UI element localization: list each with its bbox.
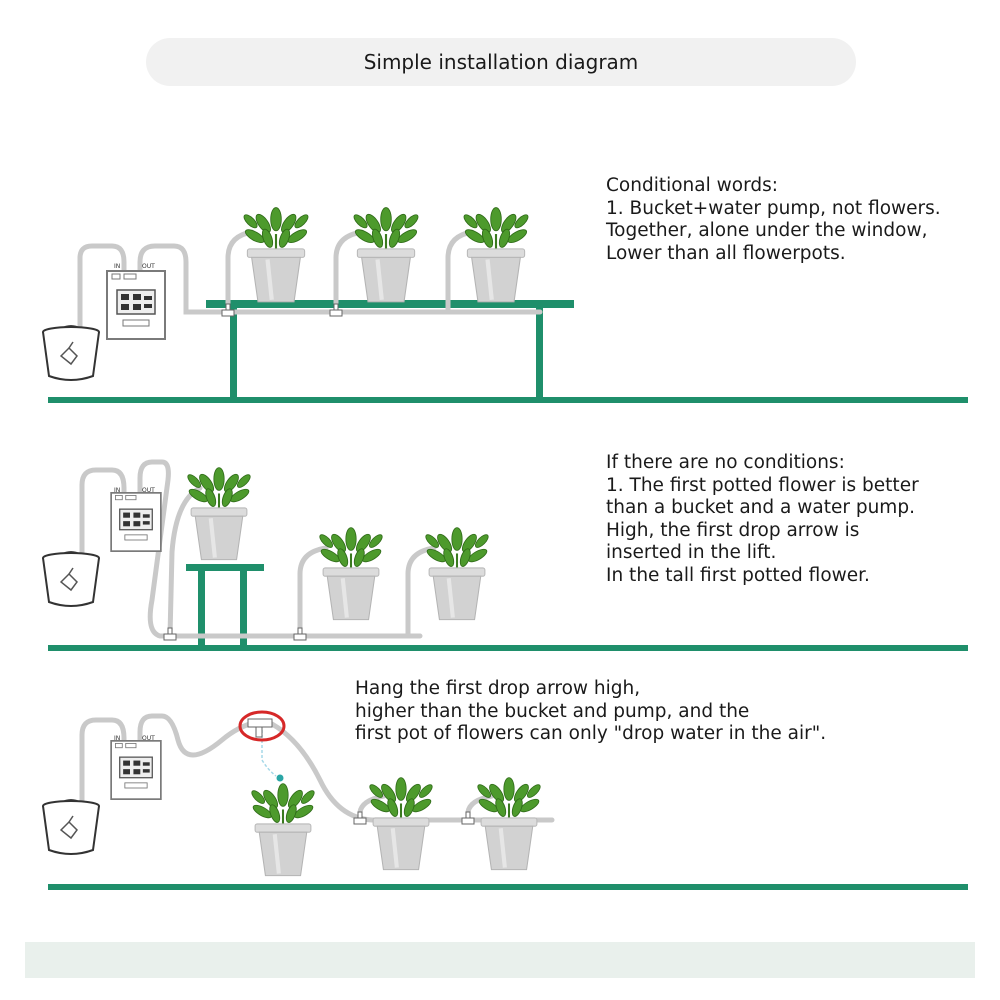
drip-arrow-icon [247, 718, 273, 738]
scene-3-line: Hang the first drop arrow high, [355, 678, 641, 699]
irrigation-tube [57, 229, 543, 338]
scene-1-line: Lower than all flowerpots. [606, 242, 846, 264]
pump-out-label: OUT [142, 735, 155, 742]
water-drop [276, 774, 284, 782]
scene-2-line: If there are no conditions: [606, 452, 845, 473]
potted-plant-icon [476, 778, 542, 870]
scene-2-line: High, the first drop arrow is [606, 519, 860, 541]
scene-1-line: Conditional words: [606, 175, 778, 196]
pump-in-label: IN [114, 487, 120, 494]
tee-connector-icon [293, 627, 307, 641]
scene-1-illustration: IN OUT [41, 208, 968, 403]
potted-plant-icon [368, 778, 434, 870]
plant-lift [186, 564, 264, 647]
highlight-circle [238, 710, 286, 742]
potted-plant-icon [352, 208, 420, 302]
scene-1-line: Together, alone under the window, [606, 220, 928, 241]
floor-line [48, 645, 968, 651]
water-pump-icon [110, 491, 162, 553]
potted-plant-icon [250, 784, 316, 876]
scene-2-note: If there are no conditions: 1. The first… [606, 452, 919, 587]
pump-in-label: IN [114, 263, 120, 270]
pump-out-label: OUT [142, 487, 155, 494]
water-pump-icon [106, 270, 166, 340]
potted-plant-icon [318, 528, 384, 620]
tee-connector-icon [163, 627, 177, 641]
potted-plant-icon [424, 528, 490, 620]
bottom-band [25, 942, 975, 978]
water-pump-icon [110, 739, 162, 801]
tee-connector-icon [353, 811, 367, 825]
tee-connector-icon [461, 811, 475, 825]
scene-2-illustration: IN OUT [41, 459, 968, 651]
floor-line [48, 397, 968, 403]
floor-line [48, 884, 968, 890]
potted-plant-icon [186, 468, 252, 560]
plant-stand [206, 300, 574, 400]
bucket-icon [41, 550, 101, 608]
diagram-title: Simple installation diagram [146, 38, 856, 86]
scene-3-line: higher than the bucket and pump, and the [355, 700, 750, 722]
scene-2-line: inserted in the lift. [606, 542, 777, 563]
scene-2-line: 1. The first potted flower is better [606, 474, 919, 496]
pump-out-label: OUT [142, 263, 155, 270]
scene-1-note: Conditional words: 1. Bucket+water pump,… [606, 175, 941, 265]
pump-in-label: IN [114, 735, 120, 742]
potted-plant-icon [462, 208, 530, 302]
bucket-icon [41, 798, 101, 856]
potted-plant-icon [242, 208, 310, 302]
scene-3-note: Hang the first drop arrow high, higher t… [355, 678, 826, 746]
scene-2-line: than a bucket and a water pump. [606, 497, 915, 518]
scene-3-illustration: IN OUT [41, 710, 968, 890]
bucket-icon [41, 324, 101, 382]
drip-arrow-line [261, 730, 277, 777]
scene-2-line: In the tall first potted flower. [606, 564, 870, 586]
scene-3-line: first pot of flowers can only "drop wate… [355, 723, 827, 744]
scene-1-line: 1. Bucket+water pump, not flowers. [606, 197, 941, 219]
